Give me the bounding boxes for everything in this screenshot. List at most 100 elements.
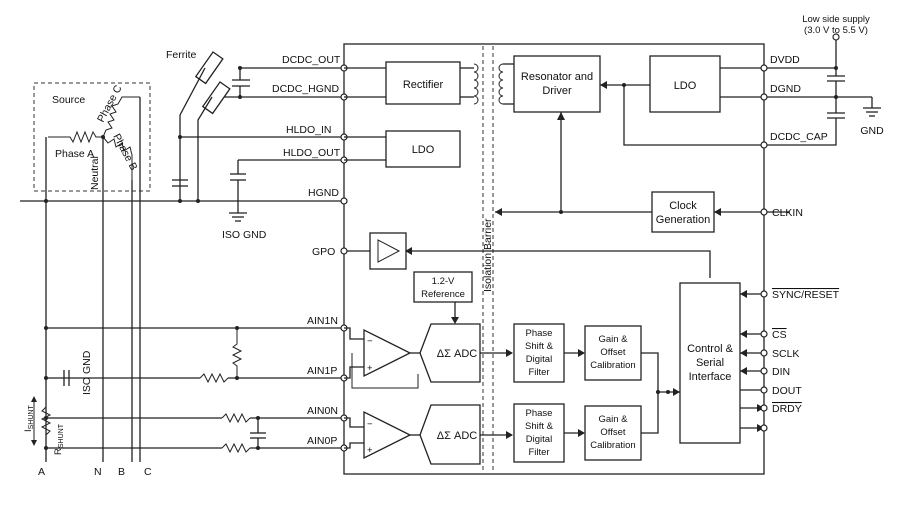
svg-text:+: +: [367, 445, 373, 456]
pin-gpo: [340, 247, 348, 255]
ferrite-bead-2: [201, 81, 231, 115]
phase-c-label: Phase C: [95, 83, 125, 125]
pin-drdy: [760, 404, 768, 412]
ain1-pga-icon: [363, 328, 412, 378]
clock-gen-block: [651, 191, 715, 233]
ferrite-bead-1: [194, 51, 224, 85]
pin-dgnd: [760, 93, 768, 101]
bus-c-label: C: [144, 466, 152, 478]
reference-label-line2: Reference: [421, 289, 465, 300]
reference-block: [413, 271, 473, 303]
pin-dout: [760, 386, 768, 394]
shunt-arrow-up-icon: [31, 396, 37, 402]
ain0-pga-icon: [363, 410, 412, 460]
cal1-label-l3: Calibration: [590, 360, 635, 371]
pin-hgnd: [340, 197, 348, 205]
pin-clkin: [760, 208, 768, 216]
pin-cs-label: CS: [772, 329, 787, 341]
secondary-coil-icon: [473, 63, 479, 105]
pin-sync-reset: [760, 290, 768, 298]
ain0p-series-resistor: [221, 442, 251, 454]
pin-unlabeled: [760, 424, 768, 432]
ain1-adc-label: ΔΣ ADC: [437, 348, 477, 360]
shunt-arrow-down-icon: [31, 440, 37, 446]
pin-cs: [760, 330, 768, 338]
pin-dvdd-label: DVDD: [770, 54, 800, 66]
iso-gnd-top-label: ISO GND: [222, 229, 267, 241]
ain1-diff-resistor: [231, 328, 243, 378]
gnd-label: GND: [860, 125, 884, 137]
ldo-iso-block: [385, 130, 461, 168]
neutral-label: Neutral: [89, 156, 101, 190]
cal0-label-l3: Calibration: [590, 440, 635, 451]
pin-gpo-label: GPO: [312, 246, 335, 258]
pin-clkin-label: CLKIN: [772, 207, 803, 219]
gpo-arrow-icon: [405, 247, 412, 255]
buffer-triangle-icon: [377, 239, 401, 263]
pin-sclk: [760, 349, 768, 357]
filter0-label-l4: Filter: [528, 447, 549, 458]
cal1-label-l1: Gain &: [598, 334, 628, 345]
gpo-buffer-block: [369, 232, 407, 270]
cal0-label-l1: Gain &: [598, 414, 628, 425]
filter-block-1: [513, 323, 565, 383]
i-shunt-label: ISHUNT: [23, 405, 35, 432]
resonator-driver-block: [513, 55, 601, 113]
pin-sclk-label: SCLK: [772, 348, 799, 360]
pin-dout-label: DOUT: [772, 385, 802, 397]
primary-coil-icon: [498, 63, 504, 105]
pin-dcdc-out-label: DCDC_OUT: [282, 54, 341, 66]
filter0-label-l2: Shift &: [525, 421, 554, 432]
supply-terminal: [832, 33, 840, 41]
svg-text:−: −: [367, 336, 373, 347]
svg-text:+: +: [367, 363, 373, 374]
filter-block-0: [513, 403, 565, 463]
clock-label-line1: Clock: [669, 200, 697, 212]
ain0-adc-label: ΔΣ ADC: [437, 430, 477, 442]
phase-b-label: Phase B: [110, 132, 139, 173]
calibration-block-1: [584, 325, 642, 381]
bus-n-label: N: [94, 466, 102, 478]
ldo-main-block: [649, 55, 721, 113]
pin-hgnd-label: HGND: [308, 187, 339, 199]
supply-label-line1: Low side supply: [802, 14, 870, 25]
cal0-label-l2: Offset: [600, 427, 626, 438]
reference-arrow-icon: [451, 317, 459, 324]
rectifier-block: [385, 61, 461, 105]
ain0n-series-resistor: [221, 412, 251, 424]
pin-ain0p-label: AIN0P: [307, 435, 337, 447]
ferrite-label: Ferrite: [166, 49, 196, 61]
pin-hldo-out-label: HLDO_OUT: [283, 147, 341, 159]
ctrl-label-l3: Interface: [689, 371, 732, 383]
pin-drdy-label: DRDY: [772, 403, 802, 415]
phase-c-resistor: [102, 96, 140, 138]
iso-gnd-vertical-label: ISO GND: [81, 350, 93, 395]
ctrl-label-l1: Control &: [687, 343, 734, 355]
bus-b-label: B: [118, 466, 125, 478]
pin-dcdc-cap-label: DCDC_CAP: [770, 131, 828, 143]
supply-label-line2: (3.0 V to 5.5 V): [804, 25, 868, 36]
control-serial-block: [679, 282, 741, 444]
pin-din: [760, 367, 768, 375]
pin-ain1n-label: AIN1N: [307, 315, 338, 327]
bus-a-label: A: [38, 466, 45, 478]
svg-text:−: −: [367, 419, 373, 430]
pin-ain0n-label: AIN0N: [307, 405, 338, 417]
pin-din-label: DIN: [772, 366, 790, 378]
filter1-label-l2: Shift &: [525, 341, 554, 352]
filter0-label-l1: Phase: [526, 408, 553, 419]
pin-dcdc-cap: [760, 141, 768, 149]
cal1-label-l2: Offset: [600, 347, 626, 358]
pin-ain1p-label: AIN1P: [307, 365, 337, 377]
ctrl-label-l2: Serial: [696, 357, 724, 369]
pin-sync-reset-label: SYNC/RESET: [772, 289, 840, 301]
r-shunt-label: RSHUNT: [53, 423, 65, 455]
resonator-label-line1: Resonator and: [521, 71, 593, 83]
filter0-label-l3: Digital: [526, 434, 552, 445]
ldo-iso-label: LDO: [412, 144, 435, 156]
filter1-label-l4: Filter: [528, 367, 549, 378]
pin-dvdd: [760, 64, 768, 72]
filter1-label-l1: Phase: [526, 328, 553, 339]
pin-dgnd-label: DGND: [770, 83, 801, 95]
